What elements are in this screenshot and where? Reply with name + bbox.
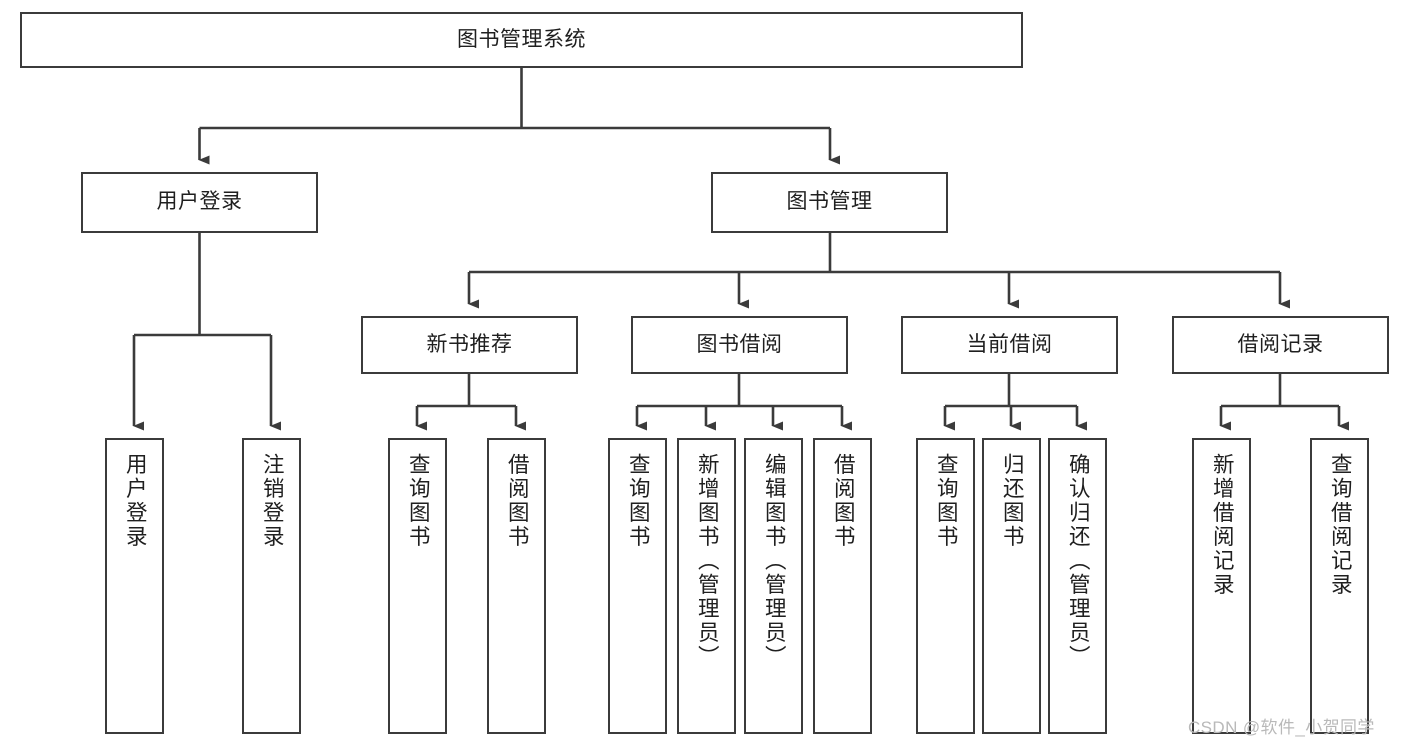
- node-user-login[interactable]: 用户登录: [81, 172, 318, 233]
- node-leaf-return-book[interactable]: 归还图书: [982, 438, 1041, 734]
- node-leaf-query-book-borrow[interactable]: 查询图书: [608, 438, 667, 734]
- node-current-borrow-label: 当前借阅: [966, 332, 1053, 356]
- node-leaf-borrow-book-label: 借阅图书: [831, 453, 856, 549]
- node-leaf-user-login-label: 用户登录: [123, 453, 148, 549]
- node-leaf-edit-book-label: 编辑图书（管理员）: [762, 453, 787, 669]
- node-leaf-borrow-book[interactable]: 借阅图书: [813, 438, 872, 734]
- node-leaf-query-book-current-label: 查询图书: [934, 453, 959, 549]
- node-book-borrow[interactable]: 图书借阅: [631, 316, 848, 374]
- node-leaf-borrow-book-recommend[interactable]: 借阅图书: [487, 438, 546, 734]
- node-leaf-borrow-book-recommend-label: 借阅图书: [505, 453, 530, 549]
- node-leaf-add-borrow-record-label: 新增借阅记录: [1210, 453, 1235, 597]
- node-leaf-query-book-borrow-label: 查询图书: [626, 453, 651, 549]
- node-current-borrow[interactable]: 当前借阅: [901, 316, 1118, 374]
- node-leaf-user-login[interactable]: 用户登录: [105, 438, 164, 734]
- node-root-label: 图书管理系统: [457, 27, 586, 51]
- node-leaf-return-book-label: 归还图书: [1000, 453, 1025, 549]
- node-leaf-query-borrow-record-label: 查询借阅记录: [1328, 453, 1353, 597]
- csdn-watermark: CSDN @软件_小贺同学: [1188, 718, 1375, 737]
- node-book-borrow-label: 图书借阅: [696, 332, 783, 356]
- node-leaf-confirm-return[interactable]: 确认归还（管理员）: [1048, 438, 1107, 734]
- node-leaf-query-book-recommend[interactable]: 查询图书: [388, 438, 447, 734]
- node-leaf-query-borrow-record[interactable]: 查询借阅记录: [1310, 438, 1369, 734]
- node-leaf-logout-label: 注销登录: [260, 453, 285, 549]
- node-new-book-recommend[interactable]: 新书推荐: [361, 316, 578, 374]
- node-root[interactable]: 图书管理系统: [20, 12, 1023, 68]
- node-user-login-label: 用户登录: [156, 190, 243, 214]
- node-leaf-add-book[interactable]: 新增图书（管理员）: [677, 438, 736, 734]
- node-borrow-records-label: 借阅记录: [1237, 332, 1324, 356]
- node-leaf-query-book-current[interactable]: 查询图书: [916, 438, 975, 734]
- node-leaf-add-borrow-record[interactable]: 新增借阅记录: [1192, 438, 1251, 734]
- node-new-book-recommend-label: 新书推荐: [426, 332, 513, 356]
- node-leaf-add-book-label: 新增图书（管理员）: [695, 453, 720, 669]
- node-borrow-records[interactable]: 借阅记录: [1172, 316, 1389, 374]
- node-leaf-query-book-recommend-label: 查询图书: [406, 453, 431, 549]
- node-leaf-edit-book[interactable]: 编辑图书（管理员）: [744, 438, 803, 734]
- node-book-management-label: 图书管理: [786, 190, 873, 214]
- node-book-management[interactable]: 图书管理: [711, 172, 948, 233]
- node-leaf-confirm-return-label: 确认归还（管理员）: [1066, 453, 1091, 669]
- node-leaf-logout[interactable]: 注销登录: [242, 438, 301, 734]
